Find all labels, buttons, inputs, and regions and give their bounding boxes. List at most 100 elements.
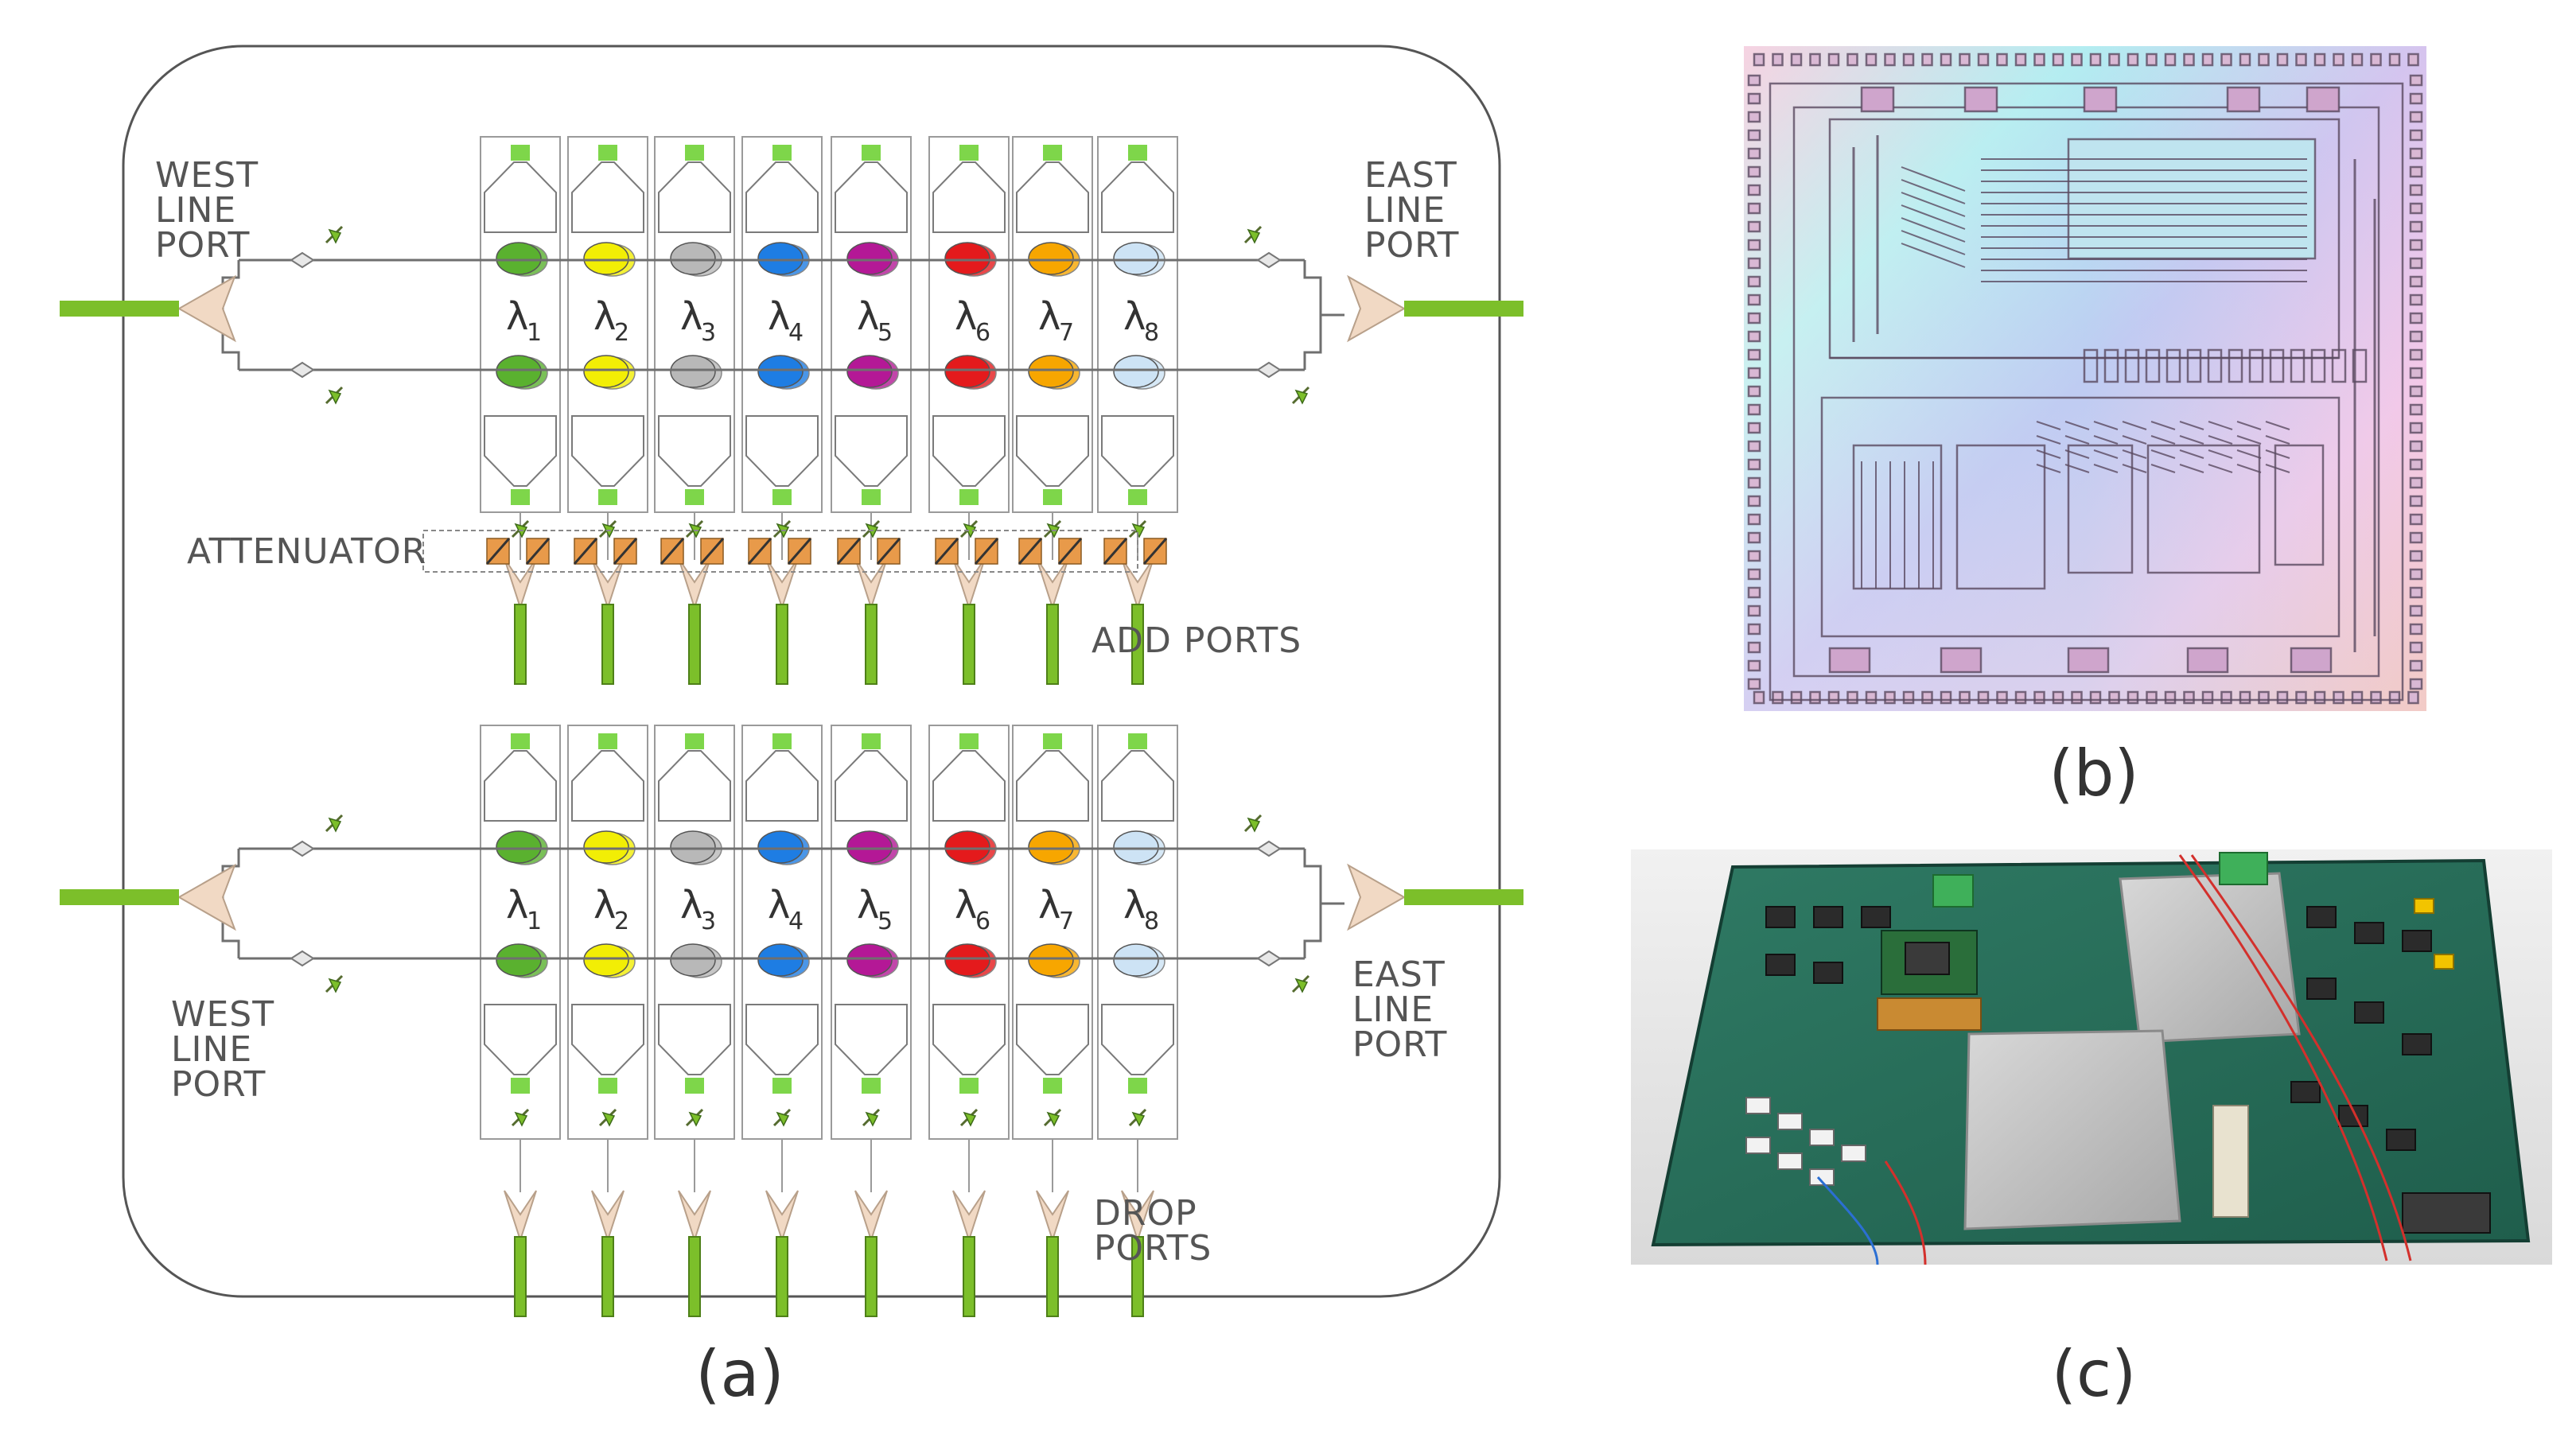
fiber <box>963 1236 975 1317</box>
contact-pad <box>1043 145 1062 161</box>
attenuator-arrow <box>787 538 812 565</box>
heater-trace <box>835 415 908 487</box>
chip-block <box>2089 690 2102 705</box>
chip-trace <box>2179 435 2204 445</box>
attenuator-box <box>422 530 1138 573</box>
heater-trace <box>1101 750 1174 822</box>
chip-block <box>2071 690 2083 705</box>
chip-block <box>2409 92 2423 105</box>
chip-block <box>1827 690 1840 705</box>
panel-b-caption: (b) <box>2049 737 2138 810</box>
tap-photodiode <box>1247 228 1261 244</box>
waveguide-east <box>1303 260 1344 317</box>
chip-block <box>1747 92 1761 105</box>
chip-block <box>1747 220 1761 233</box>
chip-block <box>2409 458 2423 471</box>
chip-block <box>2409 275 2423 288</box>
contact-pad <box>772 1078 792 1094</box>
chip-block <box>1940 647 1983 674</box>
chip-block <box>2183 690 2195 705</box>
fiber <box>601 1236 614 1317</box>
heater-trace <box>745 1004 819 1075</box>
chip-block <box>1747 367 1761 379</box>
wavelength-subscript: 7 <box>1059 319 1074 347</box>
chip-block <box>2409 74 2423 87</box>
heater-trace <box>932 415 1006 487</box>
fiber <box>688 604 701 685</box>
east-line-coupler <box>1347 274 1523 343</box>
chip-block <box>1747 568 1761 581</box>
chip-block <box>1769 82 2404 702</box>
contact-pad <box>685 1078 704 1094</box>
chip-block <box>2409 403 2423 416</box>
tap-photodiode <box>328 817 342 833</box>
ring-resonator <box>1028 355 1074 388</box>
monitor-photodiode <box>865 1111 879 1127</box>
heater-trace <box>835 1004 908 1075</box>
chip-block <box>1820 396 2341 638</box>
port-label-west-top: PORT <box>155 225 250 266</box>
ring-column-1: λ1 <box>480 725 561 1317</box>
chip-block <box>1940 52 1952 67</box>
chip-block <box>2239 52 2251 67</box>
chip-block <box>1747 659 1761 672</box>
wavelength-subscript: 5 <box>877 908 893 935</box>
contact-pad <box>1128 145 1147 161</box>
chip-block <box>1940 690 1952 705</box>
chip-block <box>2290 348 2306 383</box>
chip-trace <box>2150 421 2176 430</box>
chip-trace <box>2093 435 2119 445</box>
chip-block <box>1902 52 1915 67</box>
wavelength-label: λ <box>1123 883 1146 927</box>
monitor-photodiode <box>1046 1111 1060 1127</box>
contact-pad <box>511 489 530 505</box>
chip-trace <box>2122 449 2147 459</box>
heater-trace <box>932 161 1006 233</box>
chip-block <box>2409 586 2423 599</box>
heater-trace <box>1016 750 1089 822</box>
chip-block <box>1747 147 1761 160</box>
chip-block <box>2409 129 2423 142</box>
ring-column-6: λ6 <box>928 725 1010 1317</box>
chip-trace <box>2265 421 2290 430</box>
chip-block <box>2201 690 2214 705</box>
chip-trace <box>2208 421 2233 430</box>
fiber <box>514 604 527 685</box>
chip-block <box>2014 52 2027 67</box>
chip-trace <box>2036 464 2061 473</box>
heater-trace <box>484 750 557 822</box>
chip-block <box>1790 690 1803 705</box>
contact-pad <box>598 733 617 749</box>
chip-block <box>2409 568 2423 581</box>
ring-resonator <box>757 355 804 388</box>
fiber <box>1131 1236 1144 1317</box>
attenuator-arrow <box>747 538 772 565</box>
dip-switch <box>1745 1097 1771 1114</box>
contact-pad <box>959 145 979 161</box>
monitor-photodiode <box>776 1111 790 1127</box>
chip-trace <box>1901 217 1966 243</box>
heater-trace <box>1016 1004 1089 1075</box>
chip-block <box>2351 690 2364 705</box>
chip-block <box>1865 52 1878 67</box>
chip-block <box>2370 52 2382 67</box>
chip-trace <box>2036 449 2061 459</box>
chip-block <box>2239 690 2251 705</box>
heater-trace <box>1016 161 1089 233</box>
chip-block <box>1747 422 1761 434</box>
heater-trace <box>835 161 908 233</box>
wavelength-label: λ <box>955 883 977 927</box>
contact-pad <box>1128 489 1147 505</box>
west-line-coupler <box>60 863 236 931</box>
chip-trace <box>2208 435 2233 445</box>
chip-trace <box>2122 464 2147 473</box>
yellow-component <box>2414 898 2434 914</box>
ring-resonator <box>757 242 804 275</box>
chip-trace <box>2179 421 2204 430</box>
contact-pad <box>772 489 792 505</box>
chip-block <box>1977 690 1990 705</box>
ring-resonator <box>670 943 716 977</box>
monitor-photodiode <box>601 1111 616 1127</box>
